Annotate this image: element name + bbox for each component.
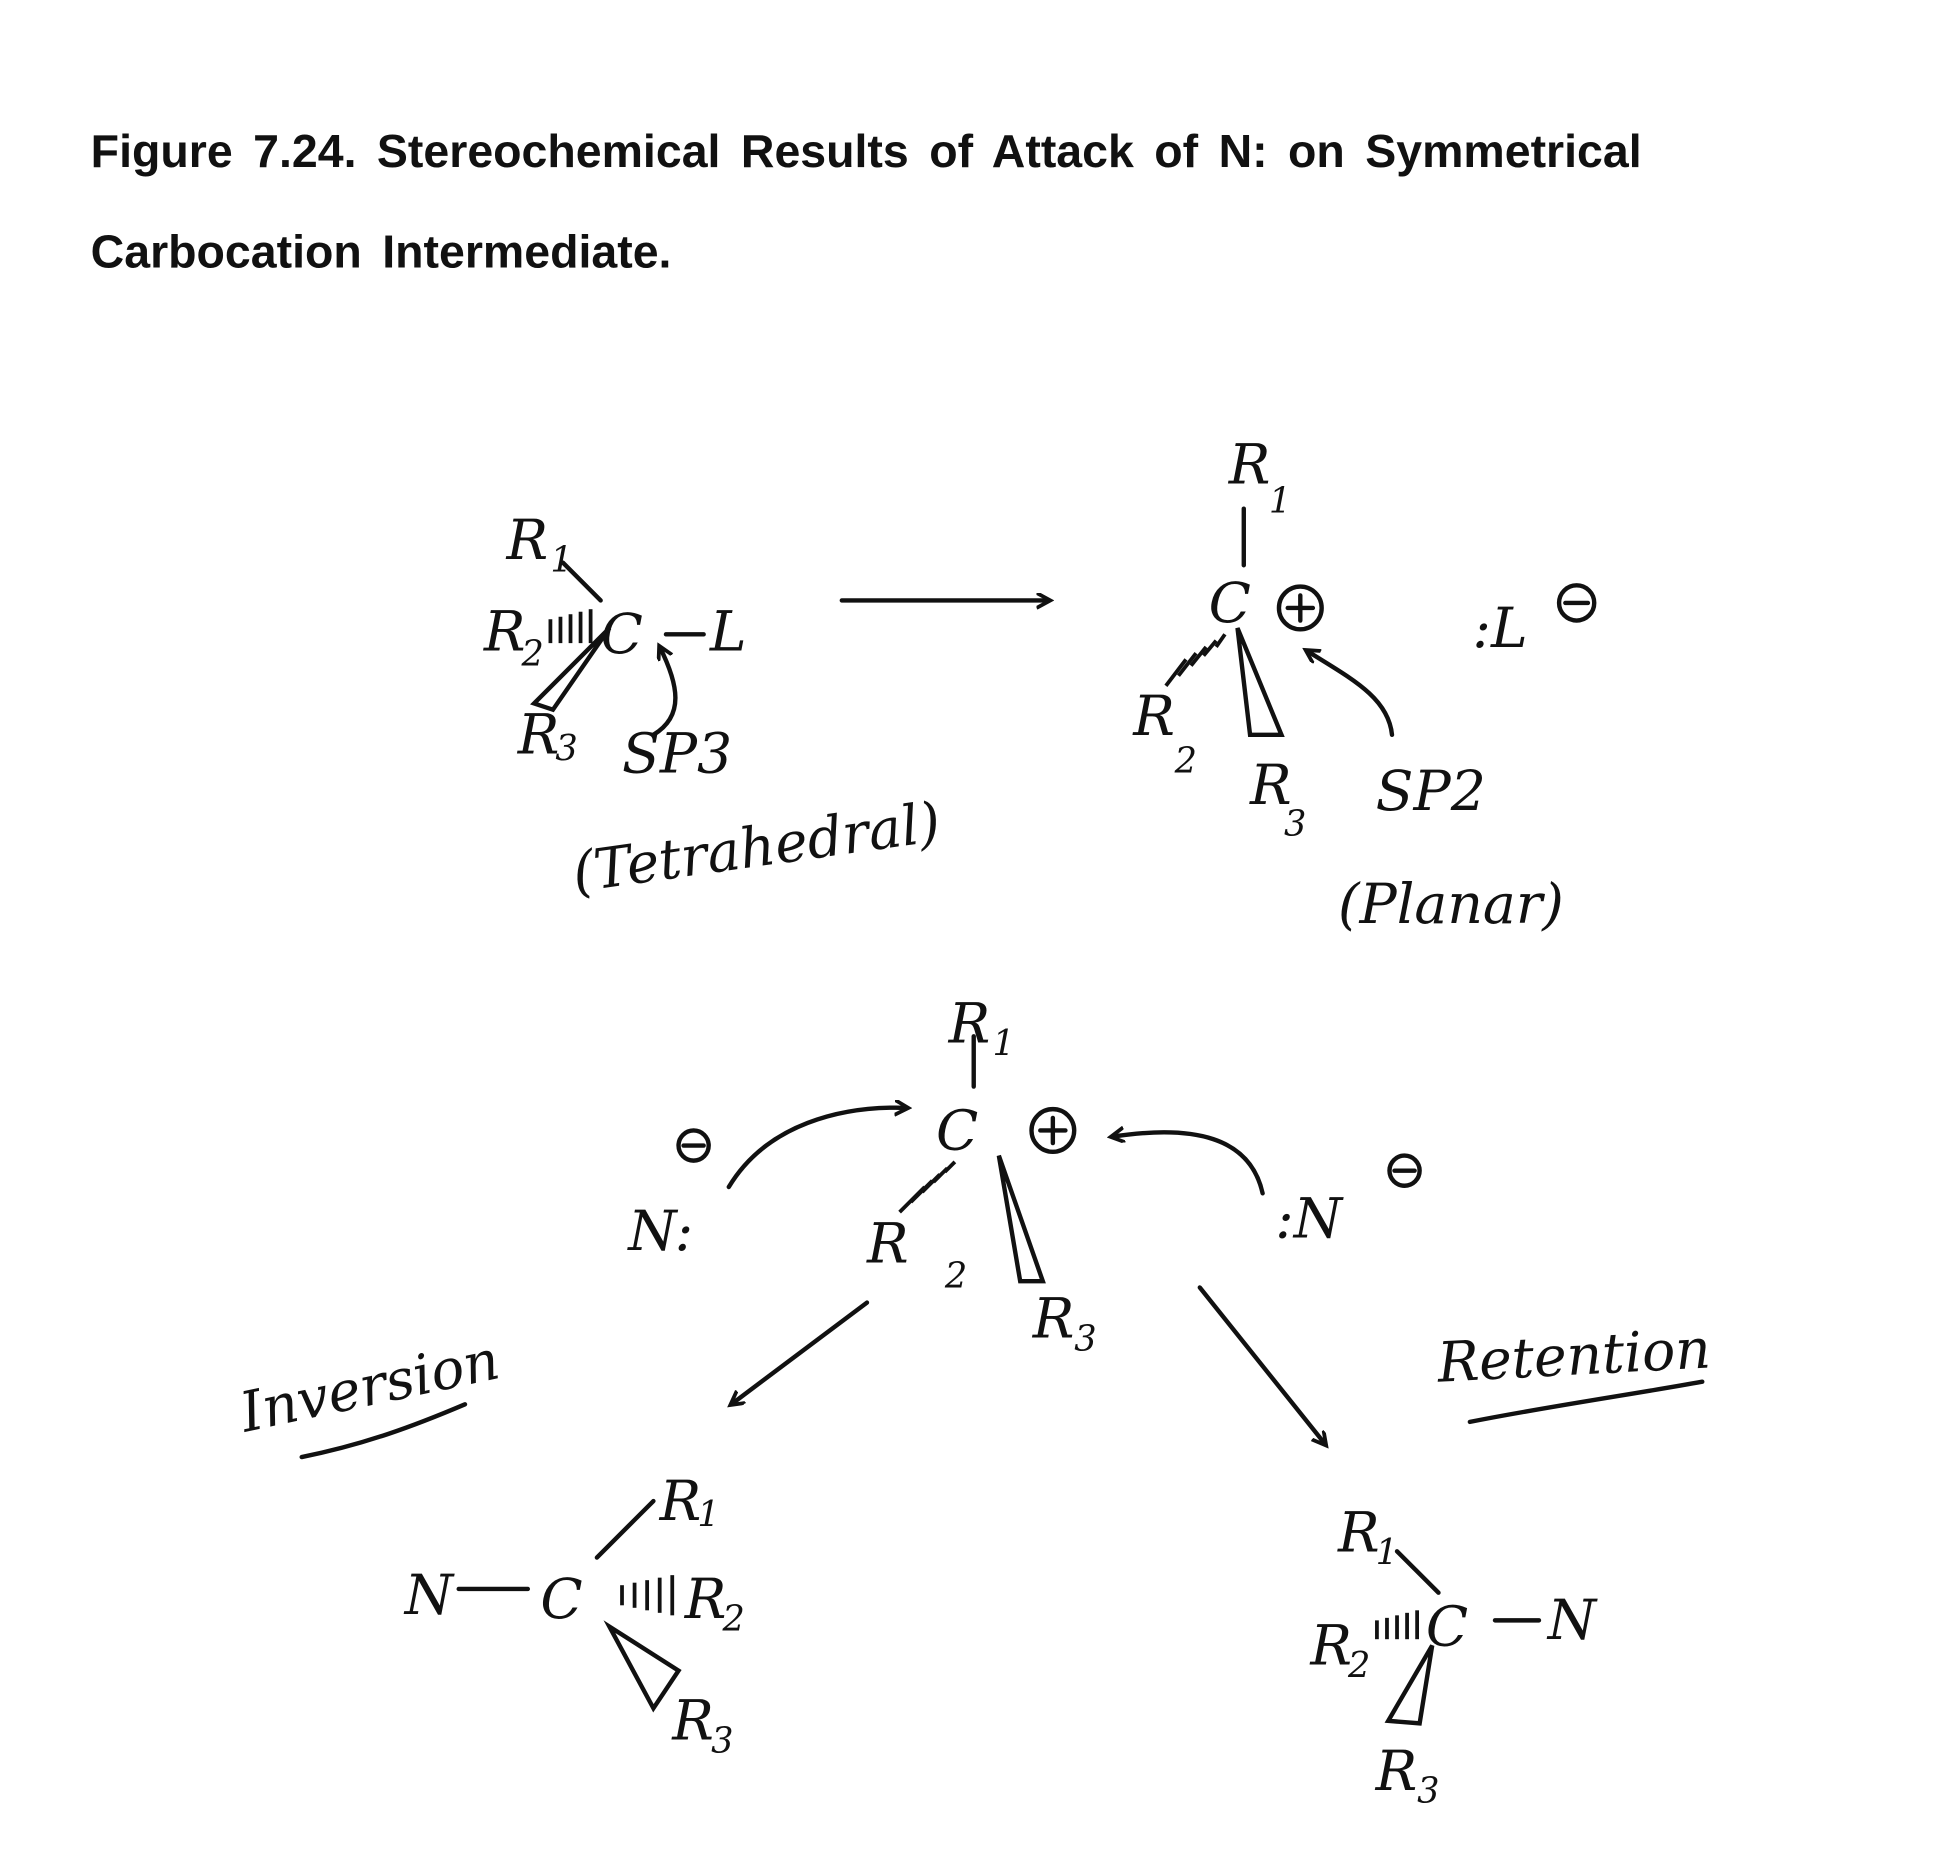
r1-label: R: [659, 1470, 702, 1534]
carbon-label: C: [540, 1568, 582, 1632]
r1-subscript: 1: [993, 1023, 1015, 1064]
r3-label: R: [1249, 754, 1292, 818]
carbon-label: C: [936, 1099, 978, 1163]
inversion-product: Inversion N C R 1 R 2 R 3: [234, 1328, 745, 1761]
pointer-arrow: [651, 647, 678, 738]
r2-subscript: 2: [944, 1256, 967, 1297]
geometry-label: (Tetrahedral): [569, 791, 945, 906]
hybridization-label: SP3: [622, 723, 732, 787]
retention-label: Retention: [1435, 1317, 1712, 1395]
r2-label: R: [1309, 1614, 1352, 1678]
r2-label: R: [1132, 685, 1175, 749]
r3-label: R: [517, 704, 560, 768]
leaving-anion-label: :L: [1472, 597, 1527, 661]
r2-label: R: [684, 1568, 727, 1632]
minus-charge-icon: [1556, 583, 1597, 623]
r3-subscript: 3: [1074, 1318, 1096, 1359]
inversion-label: Inversion: [234, 1328, 505, 1445]
r1-label: R: [1228, 434, 1271, 498]
carbocation-structure: R 1 C R 2 R 3 SP2 (Planar) :L: [1132, 434, 1597, 937]
r1-label: R: [1337, 1501, 1380, 1565]
nitrogen-label: N: [403, 1564, 455, 1628]
retention-product: Retention R 1 C N R 2 R 3: [1309, 1317, 1712, 1811]
plus-charge-icon: [1029, 1106, 1077, 1155]
hashed-bond: [898, 1160, 957, 1214]
r3-label: R: [1032, 1288, 1075, 1352]
hashed-bond: [548, 609, 593, 644]
minus-charge-icon: [676, 1128, 711, 1163]
carbon-label: C: [601, 603, 643, 667]
r3-label: R: [671, 1690, 714, 1754]
r2-label: R: [866, 1212, 909, 1276]
carbon-label: C: [1209, 572, 1251, 636]
bond: [594, 1498, 656, 1560]
r1-subscript: 1: [550, 540, 572, 581]
r2-subscript: 2: [521, 634, 544, 675]
wedge-bond: [603, 1620, 682, 1713]
wedge-bond: [1384, 1644, 1435, 1726]
r1-label: R: [948, 993, 991, 1057]
nucleophile-right-label: :N: [1275, 1187, 1344, 1251]
r2-label: R: [483, 601, 526, 665]
retention-arrow: [1197, 1285, 1326, 1445]
underline: [1467, 1379, 1705, 1425]
underline: [299, 1402, 468, 1460]
leaving-group-label: L: [709, 601, 747, 665]
r3-label: R: [1375, 1740, 1418, 1804]
r3-subscript: 3: [1284, 803, 1306, 844]
geometry-label: (Planar): [1338, 873, 1564, 937]
wedge-bond: [530, 626, 612, 713]
hashed-bond: [1164, 633, 1227, 687]
nitrogen-label: N: [1546, 1589, 1598, 1653]
r2-subscript: 2: [1347, 1645, 1370, 1686]
hashed-bond: [1375, 1610, 1420, 1640]
wedge-bond: [996, 1154, 1046, 1284]
attack-arrow-right: [1112, 1132, 1265, 1196]
minus-charge-icon: [1387, 1153, 1422, 1188]
attack-arrow-left: [726, 1108, 907, 1190]
r1-subscript: 1: [1376, 1532, 1398, 1573]
plus-charge-icon: [1276, 584, 1324, 632]
r3-subscript: 3: [711, 1720, 733, 1761]
r1-label: R: [505, 509, 548, 573]
bond: [560, 560, 603, 603]
r1-subscript: 1: [697, 1494, 719, 1535]
r3-subscript: 3: [1417, 1771, 1439, 1812]
caption-line-2: Carbocation Intermediate.: [91, 226, 672, 278]
nucleophile-left-label: N:: [626, 1200, 693, 1264]
r1-subscript: 1: [1269, 480, 1291, 521]
pointer-arrow: [1307, 651, 1395, 738]
r2-subscript: 2: [722, 1598, 745, 1639]
reactant-structure: R 1 C L R 2 R 3 SP3 (Tetrahedral): [483, 509, 945, 906]
bond: [1394, 1549, 1441, 1595]
hybridization-label: SP2: [1376, 760, 1486, 824]
r3-subscript: 3: [555, 728, 577, 769]
caption-line-1: Figure 7.24. Stereochemical Results of A…: [91, 125, 1642, 177]
inversion-arrow: [731, 1300, 870, 1405]
wedge-bond: [1235, 627, 1285, 738]
hashed-bond: [620, 1575, 675, 1616]
r2-subscript: 2: [1174, 741, 1197, 782]
attack-structure: R 1 C R 2 R 3 N: :N: [626, 993, 1422, 1359]
